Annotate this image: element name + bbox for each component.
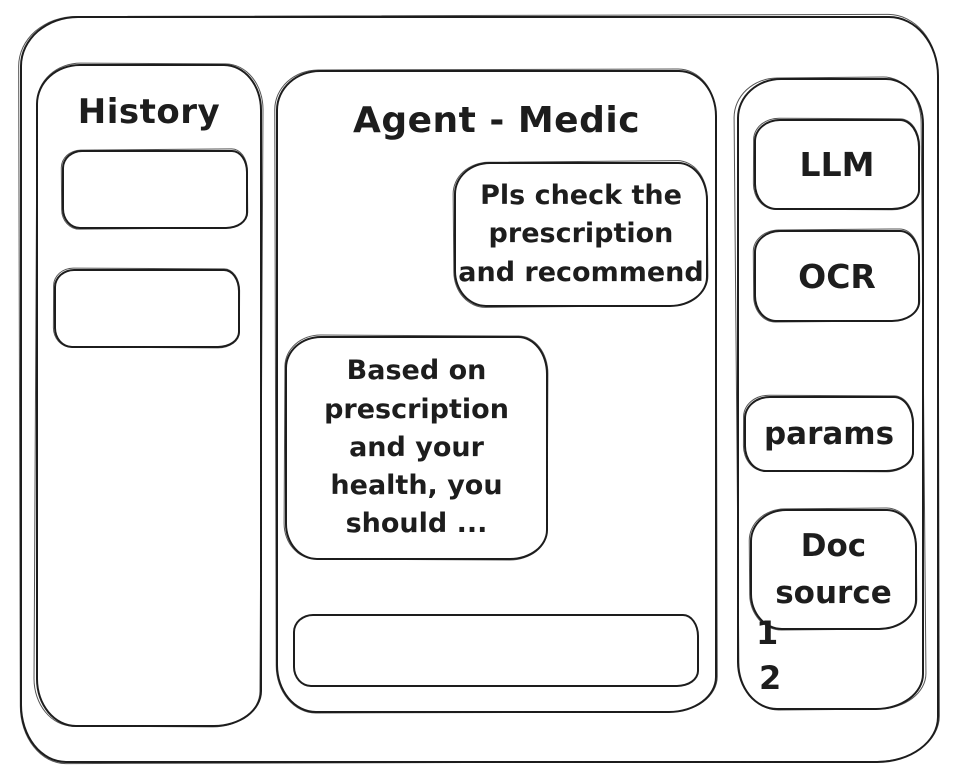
chat-panel-title: Agent - Medic — [352, 100, 641, 141]
doc-source-item[interactable]: 2 — [759, 659, 782, 697]
chat-panel: Agent - Medic Pls check the prescription… — [276, 70, 717, 713]
history-panel: History — [36, 64, 262, 727]
app-window-frame — [20, 16, 939, 763]
params-button[interactable]: params — [744, 396, 914, 472]
llm-button[interactable]: LLM — [754, 119, 920, 210]
assistant-message-bubble: Based on prescription and your health, y… — [285, 336, 548, 560]
tools-panel: LLM OCR params Doc source 1 2 — [737, 78, 924, 710]
user-message-bubble: Pls check the prescription and recommend — [454, 162, 708, 307]
doc-source-item[interactable]: 1 — [756, 614, 779, 652]
user-message-text: Pls check the prescription and recommend — [458, 180, 704, 288]
chat-input[interactable] — [293, 614, 699, 687]
history-item[interactable] — [62, 150, 248, 229]
history-panel-title: History — [77, 92, 221, 132]
ocr-button[interactable]: OCR — [754, 230, 920, 322]
history-item[interactable] — [54, 269, 240, 348]
assistant-message-text: Based on prescription and your health, y… — [324, 355, 509, 540]
doc-source-button[interactable]: Doc source — [750, 509, 917, 630]
